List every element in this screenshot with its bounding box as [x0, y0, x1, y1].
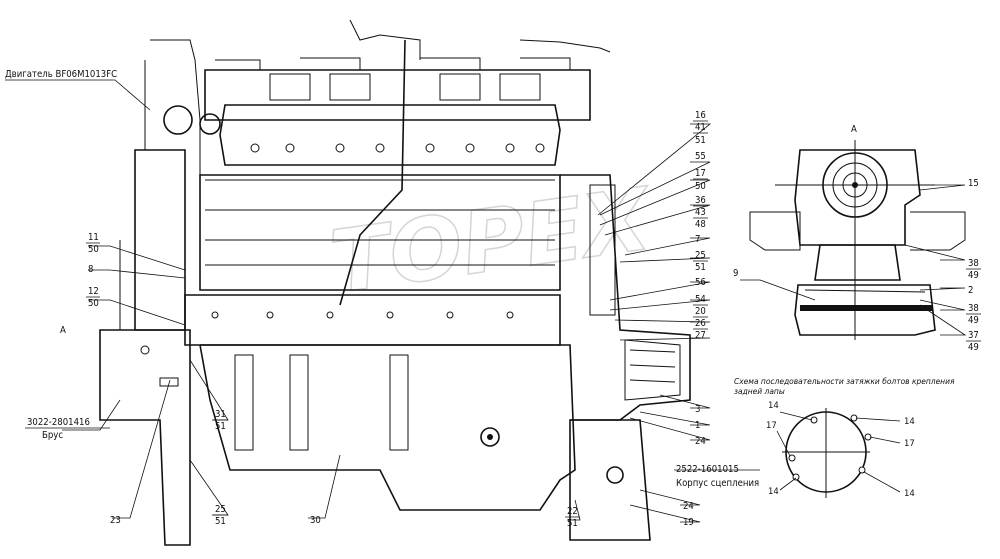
engine-body	[99, 19, 691, 546]
view-marker-right: А	[851, 124, 857, 135]
bolt-label-14-b: 14	[904, 417, 915, 427]
label-3: 3	[695, 404, 700, 415]
label-51-b: 51	[695, 262, 706, 273]
label-36: 36	[695, 195, 706, 206]
leader-lines	[5, 79, 967, 523]
bolt-label-14-a: 14	[768, 401, 779, 411]
engine-label: Двигатель BF06M1013FC	[5, 69, 117, 80]
label-26: 26	[695, 318, 706, 329]
label-15: 15	[968, 178, 979, 189]
bolt-label-17-a: 17	[766, 421, 777, 431]
label-49-b: 49	[968, 315, 979, 326]
label-51-c: 51	[215, 421, 226, 432]
label-51-a: 51	[695, 135, 706, 146]
label-51-d: 51	[215, 516, 226, 527]
label-38-a: 38	[968, 258, 979, 269]
label-dividers	[25, 120, 981, 518]
label-17-a: 17	[695, 168, 706, 179]
clutch-name: Корпус сцепления	[676, 478, 759, 489]
label-50-a: 50	[695, 181, 706, 192]
label-12: 12	[88, 286, 99, 297]
label-30: 30	[310, 515, 321, 526]
view-marker-left: А	[60, 325, 66, 336]
bolt-scheme-title-2: задней лапы	[734, 387, 785, 396]
label-8: 8	[88, 264, 93, 275]
brace-name: Брус	[42, 430, 63, 441]
label-50-b: 50	[88, 244, 99, 255]
label-43: 43	[695, 207, 706, 218]
bolt-scheme-title-1: Схема последовательности затяжки болтов …	[734, 377, 955, 386]
brace-code: 3022-2801416	[27, 417, 90, 428]
label-20: 20	[695, 306, 706, 317]
label-25-a: 25	[695, 250, 706, 261]
label-37: 37	[968, 330, 979, 341]
bolt-label-14-d: 14	[904, 489, 915, 499]
label-27: 27	[695, 330, 706, 341]
label-2: 2	[968, 285, 973, 296]
view-a-rear-mount	[749, 140, 966, 340]
bolt-label-17-b: 17	[904, 439, 915, 449]
label-49-c: 49	[968, 342, 979, 353]
label-38-b: 38	[968, 303, 979, 314]
label-41: 41	[695, 122, 706, 133]
label-24-a: 24	[695, 436, 706, 447]
label-19: 19	[683, 517, 694, 528]
label-7: 7	[695, 234, 700, 245]
label-56: 56	[695, 277, 706, 288]
label-24-b: 24	[683, 501, 694, 512]
watermark-text: ТОРЕХ	[325, 169, 659, 313]
label-54: 54	[695, 294, 706, 305]
label-16: 16	[695, 110, 706, 121]
label-49-a: 49	[968, 270, 979, 281]
bolt-tightening-scheme: Схема последовательности затяжки болтов …	[734, 377, 955, 499]
label-1: 1	[695, 420, 700, 431]
label-11: 11	[88, 232, 99, 243]
label-22: 22	[567, 506, 578, 517]
label-25-b: 25	[215, 504, 226, 515]
label-48: 48	[695, 219, 706, 230]
label-9: 9	[733, 268, 738, 279]
bolt-label-14-c: 14	[768, 487, 779, 497]
label-55: 55	[695, 151, 706, 162]
clutch-code: 2522-1601015	[676, 464, 739, 475]
label-51-e: 51	[567, 518, 578, 529]
label-50-c: 50	[88, 298, 99, 309]
label-31: 31	[215, 409, 226, 420]
part-labels: Двигатель BF06M1013FC А А 11 50 8 12 50 …	[5, 69, 979, 529]
label-23: 23	[110, 515, 121, 526]
